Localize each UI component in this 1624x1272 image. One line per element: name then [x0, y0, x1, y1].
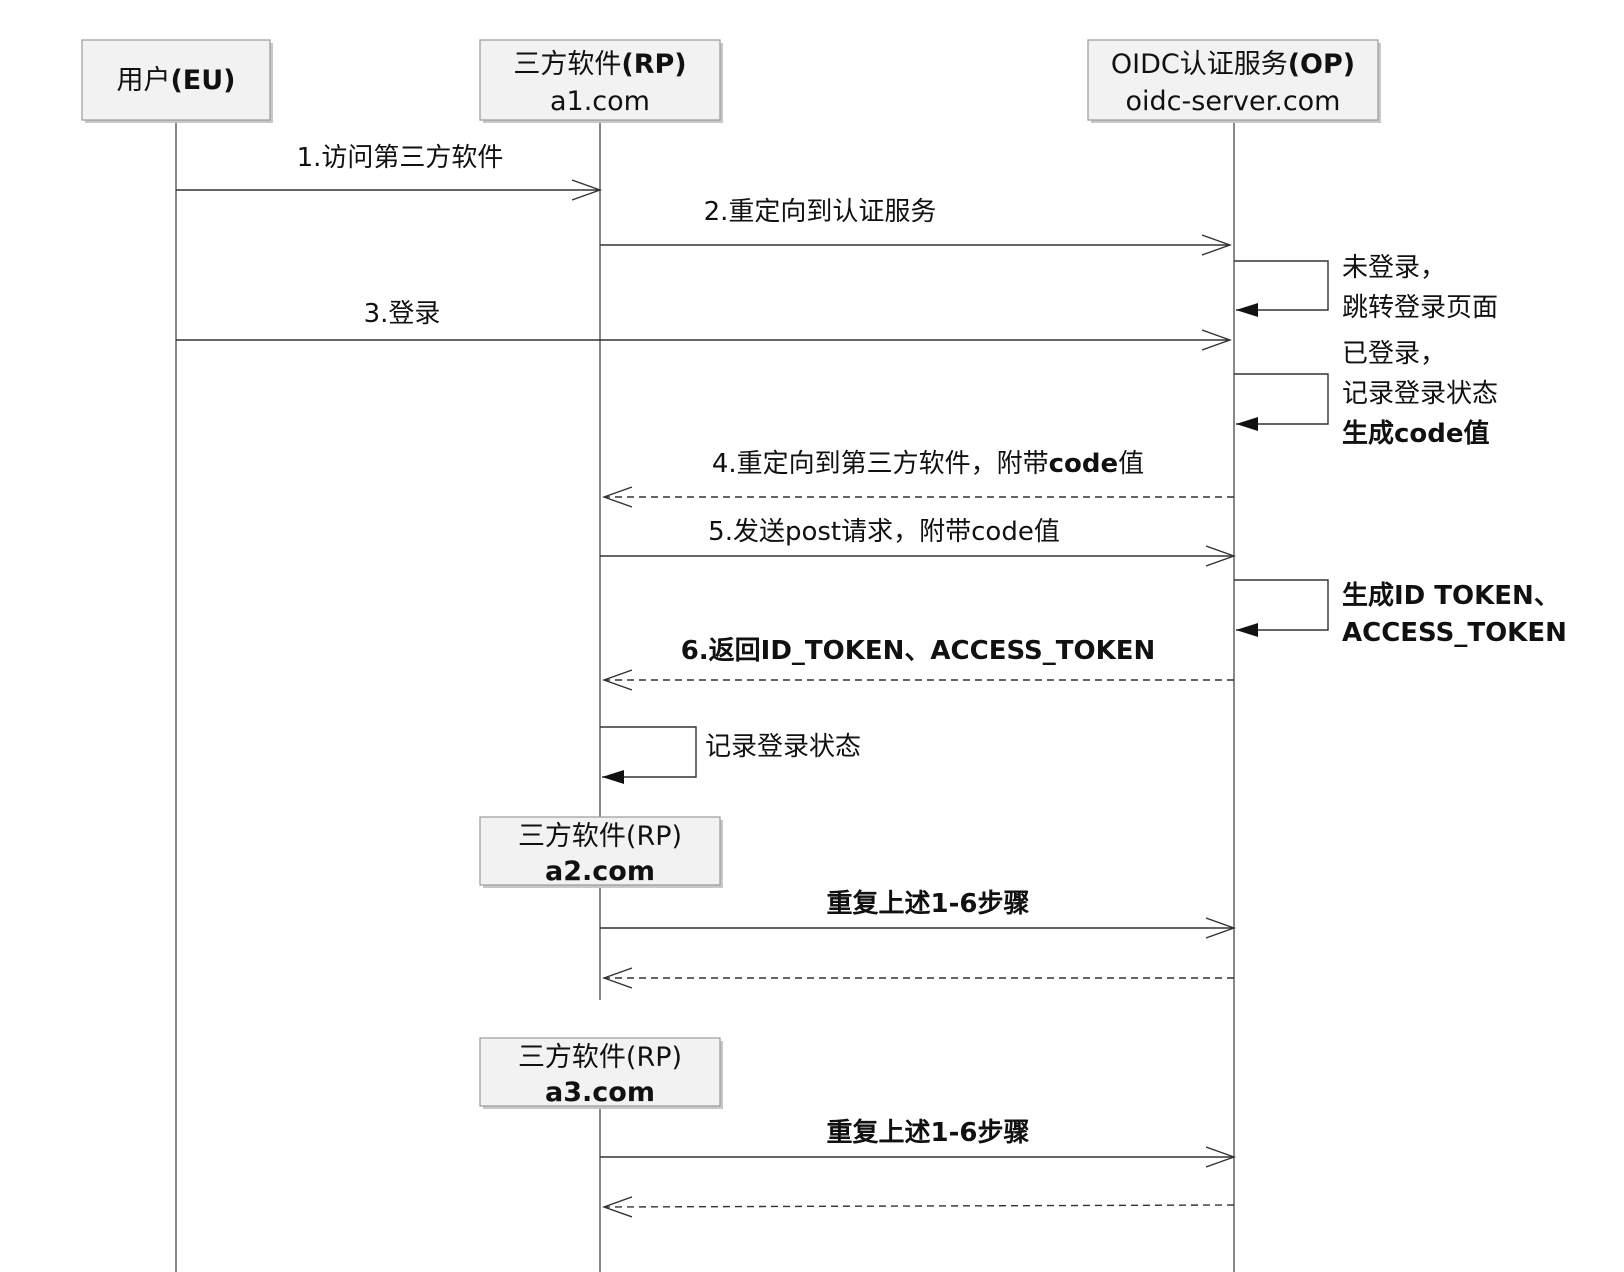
message-1-label: 1.访问第三方软件 [297, 143, 504, 173]
svg-text:三方软件(RP): 三方软件(RP) [513, 49, 686, 80]
participant-op: OIDC认证服务(OP) oidc-server.com [1087, 39, 1381, 123]
participant-op-domain: oidc-server.com [1126, 86, 1341, 117]
participant-op-name: OIDC认证服务 [1111, 49, 1288, 80]
participant-rp-a2-name: 三方软件(RP) [518, 821, 682, 852]
op-self-arrow-3 [1234, 579, 1329, 637]
message-9-label: 重复上述1-6步骤 [827, 1117, 1030, 1148]
message-5-label: 5.发送post请求，附带code值 [708, 517, 1060, 547]
participant-rp-a3: 三方软件(RP) a3.com [479, 1037, 723, 1109]
op-note-token-1: 生成ID TOKEN、 [1342, 581, 1560, 611]
message-7-label: 重复上述1-6步骤 [827, 888, 1030, 919]
svg-text:用户(EU): 用户(EU) [116, 65, 235, 96]
op-note-logged-1: 已登录， [1342, 339, 1446, 369]
rp-note-record: 记录登录状态 [705, 732, 861, 762]
participant-rp-a2: 三方软件(RP) a2.com [479, 816, 723, 888]
message-4-label-bold: code [1049, 449, 1119, 479]
participant-rp-tag: (RP) [621, 49, 686, 80]
rp-self-arrow [600, 726, 697, 784]
message-6-label: 6.返回ID_TOKEN、ACCESS_TOKEN [681, 636, 1156, 666]
message-4-label: 4.重定向到第三方软件，附带code值 [712, 449, 1144, 479]
op-note-not-logged-2: 跳转登录页面 [1342, 293, 1498, 323]
message-4-label-suffix: 值 [1118, 449, 1144, 479]
op-note-logged-bold: 生成code值 [1342, 419, 1490, 449]
svg-text:OIDC认证服务(OP): OIDC认证服务(OP) [1111, 49, 1355, 80]
message-2-label: 2.重定向到认证服务 [704, 197, 937, 227]
participant-eu-tag: (EU) [170, 65, 235, 96]
participant-rp: 三方软件(RP) a1.com [479, 39, 723, 123]
participant-rp-name: 三方软件 [513, 49, 621, 80]
message-4-label-prefix: 4.重定向到第三方软件，附带 [712, 449, 1049, 479]
participant-rp-a3-domain: a3.com [545, 1077, 655, 1108]
op-self-arrow-2 [1234, 373, 1329, 431]
participant-op-tag: (OP) [1288, 49, 1355, 80]
participant-eu: 用户(EU) [81, 39, 273, 123]
participant-rp-a3-name: 三方软件(RP) [518, 1042, 682, 1073]
participant-eu-name: 用户 [116, 65, 170, 96]
message-3-label: 3.登录 [364, 299, 441, 329]
op-self-arrow-1 [1234, 260, 1329, 317]
op-note-not-logged-1: 未登录， [1342, 253, 1446, 283]
op-note-token-2: ACCESS_TOKEN [1342, 618, 1567, 648]
participant-rp-a2-domain: a2.com [545, 856, 655, 887]
participant-rp-domain: a1.com [550, 86, 650, 117]
message-10-arrow [604, 1205, 1235, 1207]
op-note-logged-2: 记录登录状态 [1342, 379, 1498, 409]
